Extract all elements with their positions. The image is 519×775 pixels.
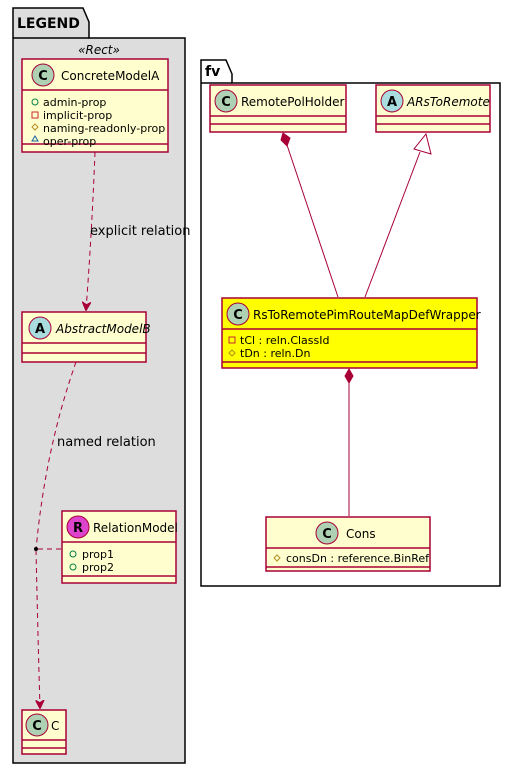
generalization-edge <box>364 151 421 298</box>
fv-title: fv <box>205 64 220 80</box>
legend-stereotype: «Rect» <box>78 43 120 57</box>
attribute: tCl : reln.ClassId <box>240 334 330 347</box>
public-visibility-icon <box>69 550 77 558</box>
cons-class[interactable]: C Cons consDn : reference.BinRef <box>265 516 431 572</box>
remote-pol-holder-class[interactable]: C RemotePolHolder <box>209 84 347 133</box>
generalization-triangle-icon <box>413 132 432 155</box>
relation-icon-letter: R <box>73 521 83 536</box>
public-visibility-icon <box>31 98 39 106</box>
wrapper-name: RsToRemotePimRouteMapDefWrapper <box>253 308 481 322</box>
attribute: tDn : reln.Dn <box>240 347 310 360</box>
class-icon <box>31 63 55 87</box>
abstract-icon <box>380 89 404 113</box>
class-icon-letter: C <box>221 95 231 110</box>
protected-visibility-icon <box>228 349 236 357</box>
relation-model-class[interactable]: R RelationModel prop1 prop2 <box>61 510 178 584</box>
class-icon-letter: C <box>322 527 332 542</box>
class-icon <box>315 521 339 545</box>
class-c[interactable]: C C <box>21 709 67 755</box>
relation-junction-dot <box>34 547 38 551</box>
private-visibility-icon <box>228 336 236 344</box>
protected-visibility-icon <box>273 554 281 562</box>
concrete-model-a-class[interactable]: C ConcreteModelA admin-prop implicit-pro… <box>21 58 169 153</box>
attribute: oper-prop <box>43 135 96 148</box>
class-icon-letter: C <box>233 308 243 323</box>
abstract-model-b-class[interactable]: A AbstractModelB <box>21 311 151 363</box>
attribute: prop2 <box>82 561 114 574</box>
relation-model-name: RelationModel <box>93 521 178 535</box>
explicit-relation-edge <box>86 151 96 310</box>
protected-visibility-icon <box>31 123 39 131</box>
class-icon-letter: C <box>32 719 42 734</box>
package-visibility-icon <box>31 135 39 142</box>
concrete-model-a-name: ConcreteModelA <box>61 69 160 83</box>
class-c-name: C <box>51 719 59 733</box>
public-visibility-icon <box>69 563 77 571</box>
abstract-icon <box>28 316 52 340</box>
attribute: prop1 <box>82 548 114 561</box>
attribute: naming-readonly-prop <box>43 122 165 135</box>
explicit-relation-label: explicit relation <box>90 224 190 239</box>
class-icon-letter: C <box>38 69 48 84</box>
abstract-icon-letter: A <box>35 322 45 337</box>
wrapper-class[interactable]: C RsToRemotePimRouteMapDefWrapper tCl : … <box>221 297 481 369</box>
remote-pol-holder-name: RemotePolHolder <box>241 95 344 109</box>
named-relation-edge <box>35 361 77 551</box>
cons-name: Cons <box>346 527 376 541</box>
ars-to-remote-name: ARsToRemote <box>406 95 490 109</box>
named-relation-label: named relation <box>57 435 156 450</box>
ars-to-remote-class[interactable]: A ARsToRemote <box>375 84 491 133</box>
relation-icon <box>66 515 90 539</box>
composition-diamond-icon <box>344 367 354 385</box>
attribute: admin-prop <box>43 96 106 109</box>
class-icon <box>25 713 49 737</box>
attribute: implicit-prop <box>43 109 112 122</box>
legend-title: LEGEND <box>17 16 80 32</box>
composition-diamond-icon <box>280 132 291 147</box>
named-relation-edge-lower <box>36 549 40 708</box>
composition-edge-remote-pol-holder <box>286 144 339 298</box>
abstract-model-b-name: AbstractModelB <box>55 322 151 336</box>
abstract-icon-letter: A <box>387 95 397 110</box>
private-visibility-icon <box>31 111 39 119</box>
class-icon <box>226 302 250 326</box>
class-icon <box>214 89 238 113</box>
attribute: consDn : reference.BinRef <box>286 552 430 565</box>
